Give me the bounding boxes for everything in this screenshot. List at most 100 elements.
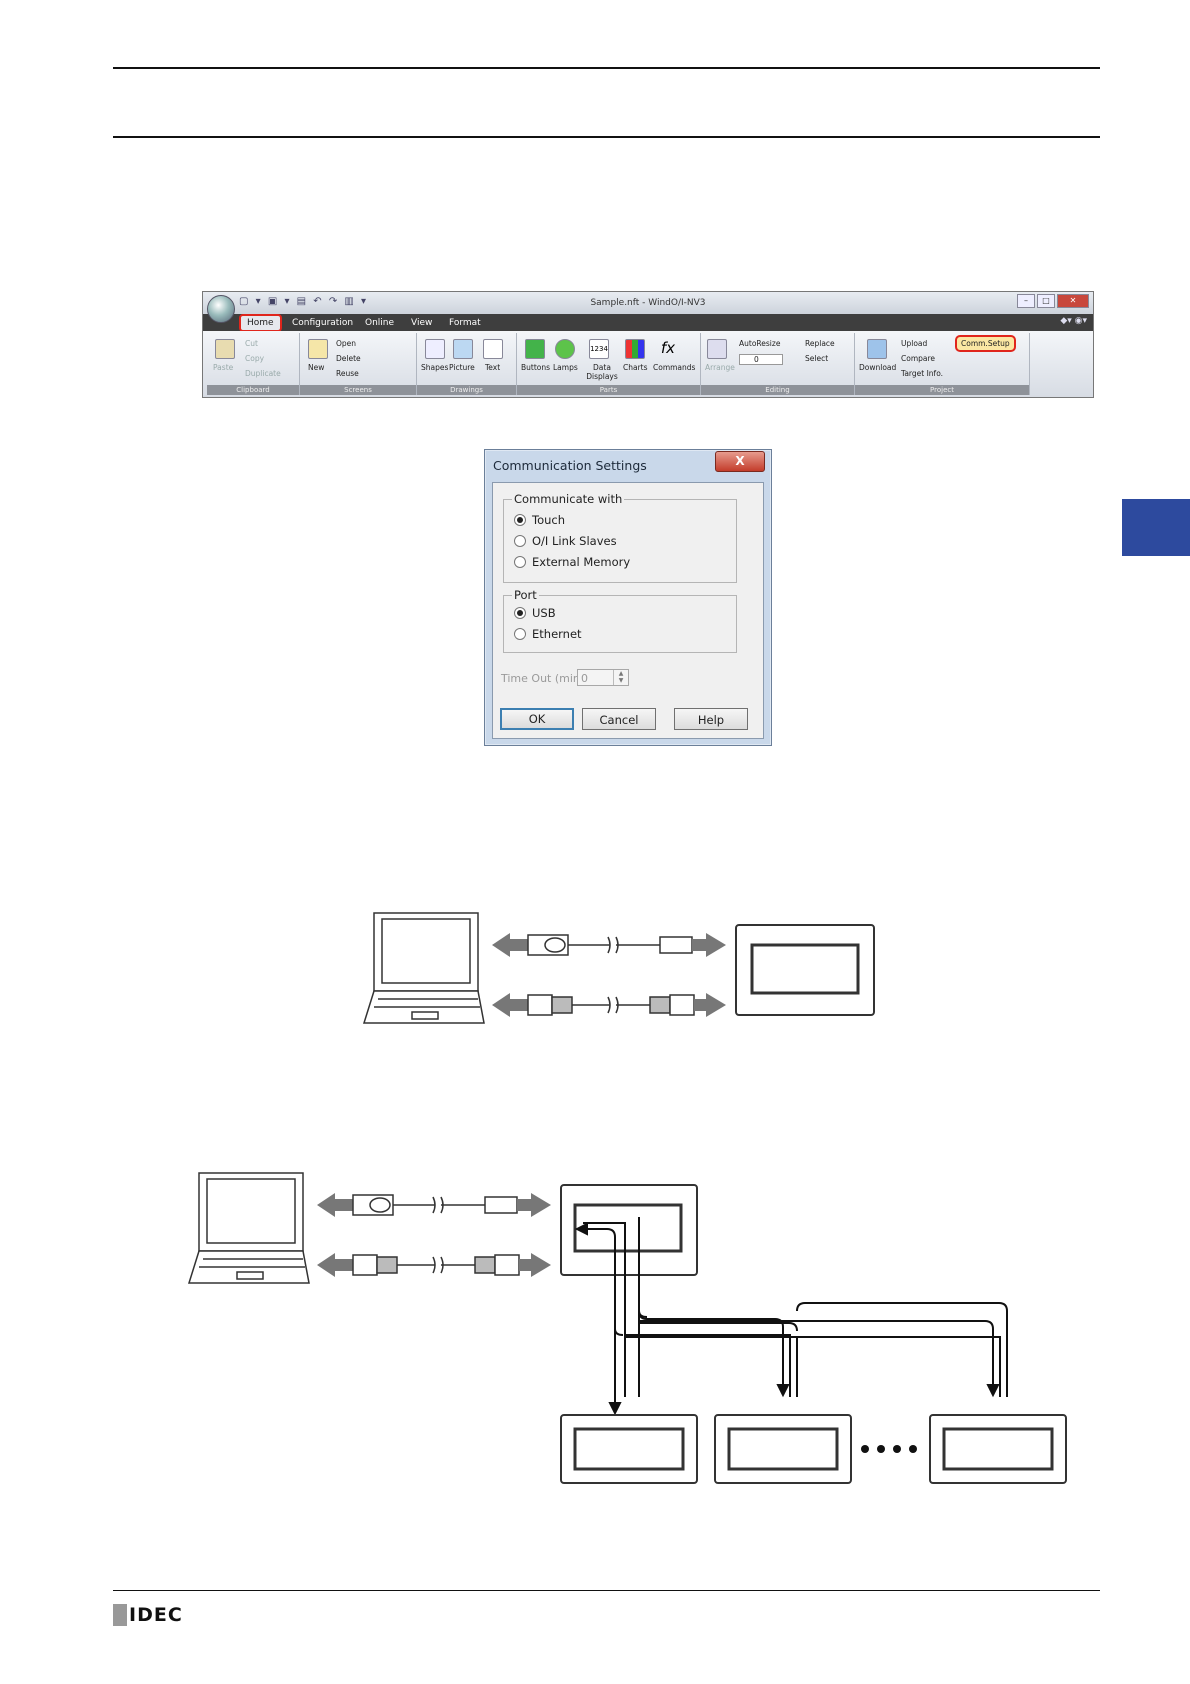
help-icon[interactable]: ◆▾ ◉▾ — [1060, 316, 1087, 326]
text-icon — [483, 339, 503, 359]
autoresize-button[interactable]: AutoResize — [739, 339, 781, 348]
ellipsis-dots — [861, 1445, 917, 1453]
lamps-icon — [555, 339, 575, 359]
buttons-button[interactable]: Buttons — [521, 363, 551, 372]
compare-button[interactable]: Compare — [901, 354, 936, 363]
spin-arrows-icon[interactable]: ▲▼ — [613, 670, 628, 685]
charts-icon — [625, 339, 645, 359]
radio-indicator[interactable] — [514, 556, 526, 568]
download-button[interactable]: Download — [859, 363, 897, 372]
radio-indicator[interactable] — [514, 628, 526, 640]
cancel-button[interactable]: Cancel — [582, 708, 656, 730]
group-label-screens: Screens — [300, 385, 416, 395]
port-group: Port USB Ethernet — [503, 588, 737, 653]
radio-oi-link-slaves[interactable]: O/I Link Slaves — [514, 534, 617, 548]
radio-indicator[interactable] — [514, 535, 526, 547]
laptop-icon — [187, 1172, 310, 1284]
tab-format[interactable]: Format — [449, 318, 481, 328]
ribbon-group-clipboard: Paste Cut Copy Duplicate Clipboard — [207, 333, 300, 395]
ribbon-title-bar: ▢ ▾ ▣ ▾ ▤ ↶ ↷ ▥ ▾ Sample.nft - WindO/I-N… — [203, 292, 1093, 314]
connection-diagram-single — [362, 912, 875, 1024]
shapes-icon — [425, 339, 445, 359]
upload-button[interactable]: Upload — [901, 339, 928, 348]
dialog-close-icon[interactable]: X — [715, 451, 765, 472]
data-displays-button[interactable]: Data Displays — [586, 363, 618, 381]
cut-button[interactable]: Cut — [245, 339, 258, 348]
commands-icon: fx — [660, 339, 676, 357]
logo-text: IDEC — [129, 1604, 183, 1626]
charts-button[interactable]: Charts — [623, 363, 648, 372]
ribbon-group-drawings: Shapes Picture Text Drawings — [417, 333, 517, 395]
group-label-parts: Parts — [517, 385, 700, 395]
tab-online[interactable]: Online — [365, 318, 395, 328]
replace-button[interactable]: Replace — [805, 339, 835, 348]
help-button[interactable]: Help — [674, 708, 748, 730]
text-button[interactable]: Text — [485, 363, 501, 372]
grid-value-input[interactable]: 0 — [739, 354, 783, 365]
arrange-button[interactable]: Arrange — [705, 363, 735, 372]
minimize-icon[interactable]: – — [1017, 294, 1035, 308]
usb-cable-icon — [492, 933, 726, 957]
application-button-icon[interactable] — [207, 295, 235, 323]
slave-panel-icon — [929, 1414, 1067, 1484]
slave-panel-icon — [714, 1414, 852, 1484]
maximize-icon[interactable]: □ — [1037, 294, 1055, 308]
quick-access-toolbar[interactable]: ▢ ▾ ▣ ▾ ▤ ↶ ↷ ▥ ▾ — [239, 296, 369, 307]
picture-button[interactable]: Picture — [449, 363, 475, 372]
ethernet-cable-icon — [492, 993, 726, 1017]
slave-panel-icon — [560, 1414, 698, 1484]
radio-label: USB — [532, 606, 556, 620]
tab-home[interactable]: Home — [239, 314, 282, 332]
timeout-stepper[interactable]: 0 ▲▼ — [577, 669, 629, 686]
open-button[interactable]: Open — [336, 339, 357, 348]
dialog-body: Communicate with Touch O/I Link Slaves E… — [492, 482, 764, 739]
ribbon-group-parts: 1234 fx Buttons Lamps Data Displays Char… — [517, 333, 701, 395]
tab-view[interactable]: View — [411, 318, 433, 328]
connection-diagram-oi-link — [187, 1172, 1067, 1484]
port-legend: Port — [512, 588, 539, 602]
paste-button[interactable]: Paste — [213, 363, 234, 372]
logo-mark — [113, 1604, 127, 1626]
radio-label: External Memory — [532, 555, 631, 569]
group-label-drawings: Drawings — [417, 385, 516, 395]
new-screen-icon — [308, 339, 328, 359]
header-rule-top — [113, 67, 1100, 69]
communicate-with-legend: Communicate with — [512, 492, 625, 506]
target-info-button[interactable]: Target Info. — [901, 369, 944, 378]
radio-label: Touch — [532, 513, 566, 527]
select-button[interactable]: Select — [805, 354, 829, 363]
picture-icon — [453, 339, 473, 359]
copy-button[interactable]: Copy — [245, 354, 265, 363]
duplicate-button[interactable]: Duplicate — [245, 369, 281, 378]
group-label-project: Project — [855, 385, 1029, 395]
radio-usb[interactable]: USB — [514, 606, 556, 620]
data-displays-icon: 1234 — [589, 339, 609, 359]
radio-indicator[interactable] — [514, 607, 526, 619]
header-rule-bottom — [113, 136, 1100, 138]
download-icon — [867, 339, 887, 359]
close-icon[interactable]: ✕ — [1057, 294, 1089, 308]
radio-label: Ethernet — [532, 627, 582, 641]
commands-button[interactable]: Commands — [653, 363, 696, 372]
shapes-button[interactable]: Shapes — [421, 363, 449, 372]
reuse-button[interactable]: Reuse — [336, 369, 359, 378]
ribbon-screenshot: ▢ ▾ ▣ ▾ ▤ ↶ ↷ ▥ ▾ Sample.nft - WindO/I-N… — [202, 291, 1094, 398]
ethernet-cable-icon — [317, 1253, 551, 1277]
radio-indicator[interactable] — [514, 514, 526, 526]
delete-button[interactable]: Delete — [336, 354, 361, 363]
tab-configuration[interactable]: Configuration — [292, 318, 354, 328]
oi-link-lines — [574, 1217, 1008, 1416]
radio-label: O/I Link Slaves — [532, 534, 617, 548]
lamps-button[interactable]: Lamps — [553, 363, 578, 372]
new-button[interactable]: New — [308, 363, 325, 372]
radio-touch[interactable]: Touch — [514, 513, 565, 527]
comm-setup-button[interactable]: Comm.Setup — [955, 335, 1016, 352]
usb-cable-icon — [317, 1193, 551, 1217]
footer-rule — [113, 1590, 1100, 1591]
ok-button[interactable]: OK — [500, 708, 574, 730]
radio-ethernet[interactable]: Ethernet — [514, 627, 582, 641]
radio-external-memory[interactable]: External Memory — [514, 555, 630, 569]
ribbon-group-editing: Arrange AutoResize 0 Replace Select Edit… — [701, 333, 855, 395]
timeout-value: 0 — [581, 672, 588, 685]
timeout-label: Time Out (min): — [501, 672, 588, 685]
